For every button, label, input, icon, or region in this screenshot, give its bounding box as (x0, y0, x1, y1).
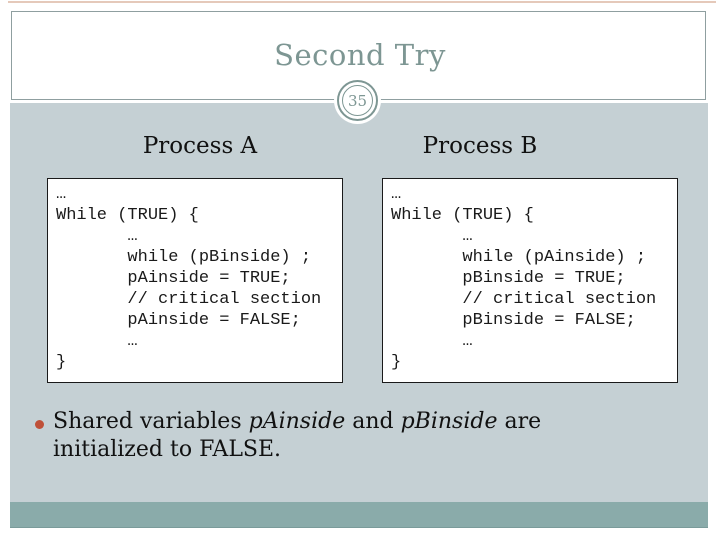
process-a-code-box: … While (TRUE) { … while (pBinside) ; pA… (47, 178, 343, 383)
top-accent-rule (8, 1, 716, 3)
process-b-heading: Process B (422, 133, 538, 159)
bullet-text-part: are initialized to FALSE. (53, 409, 542, 462)
bullet-marker-icon (35, 420, 44, 429)
code-line: pAinside = FALSE; (56, 311, 301, 330)
code-line: } (56, 353, 67, 372)
code-line: // critical section (56, 290, 322, 309)
footer-accent-band (10, 502, 708, 528)
code-line: … (391, 227, 473, 246)
code-line: } (391, 353, 402, 372)
code-line: … (56, 332, 138, 351)
code-line: // critical section (391, 290, 657, 309)
code-line: while (pBinside) ; (56, 248, 312, 267)
bullet-text-part: Shared variables (53, 409, 249, 434)
code-line: While (TRUE) { (391, 206, 534, 225)
code-line: … (56, 185, 67, 204)
code-line: … (391, 185, 402, 204)
slide-title: Second Try (274, 38, 446, 72)
process-a-heading: Process A (142, 133, 258, 159)
bullet-item: Shared variables pAinside and pBinside a… (35, 408, 615, 464)
code-line: while (pAinside) ; (391, 248, 647, 267)
page-number: 35 (347, 91, 368, 110)
code-line: pBinside = TRUE; (391, 269, 626, 288)
code-line: pAinside = TRUE; (56, 269, 291, 288)
page-number-ornament-inner: 35 (342, 85, 373, 116)
bullet-text: Shared variables pAinside and pBinside a… (53, 408, 613, 464)
code-line: … (391, 332, 473, 351)
code-line: pBinside = FALSE; (391, 311, 636, 330)
bullet-text-part: and (345, 409, 401, 434)
code-line: While (TRUE) { (56, 206, 199, 225)
process-b-code-box: … While (TRUE) { … while (pAinside) ; pB… (382, 178, 678, 383)
code-line: … (56, 227, 138, 246)
variable-name-pBinside: pBinside (400, 409, 498, 434)
variable-name-pAinside: pAinside (248, 409, 346, 434)
